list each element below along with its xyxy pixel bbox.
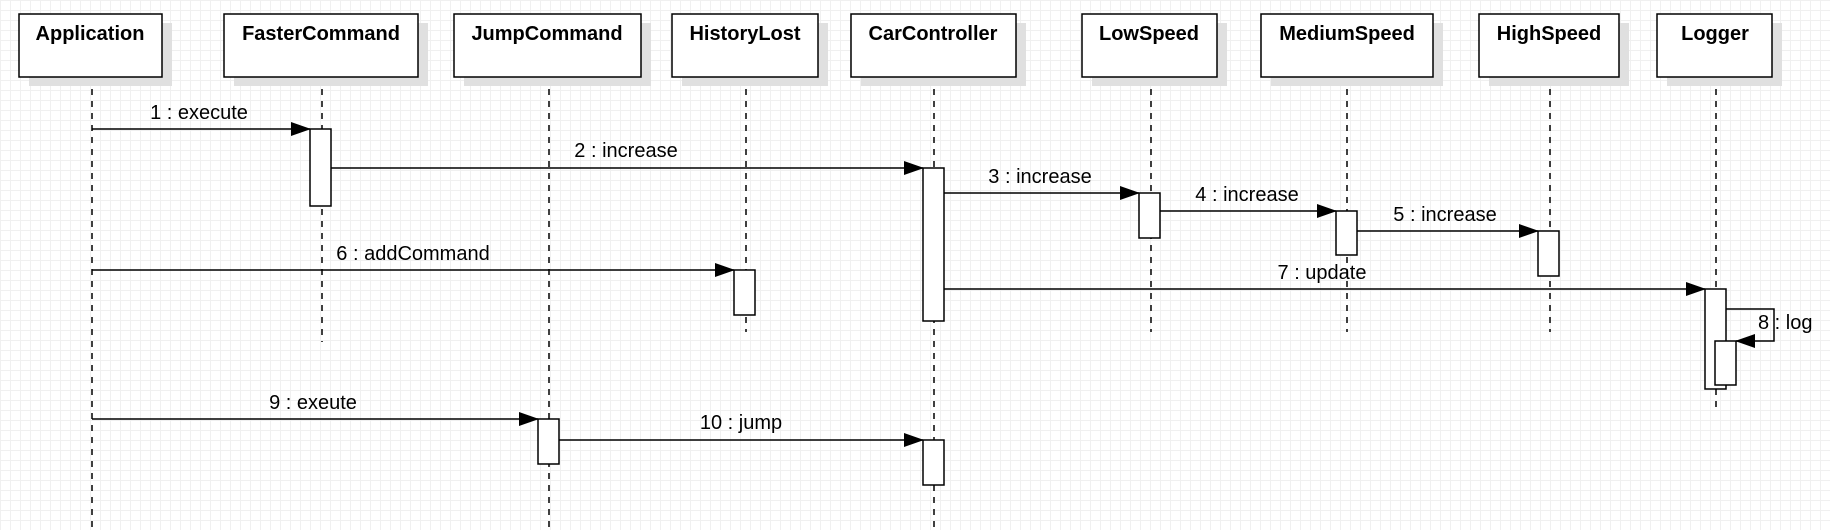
message-label-5: 5 : increase — [1393, 204, 1496, 226]
message-labels: 1 : execute 2 : increase 3 : increase 4 … — [150, 102, 1812, 434]
activation-highspeed — [1537, 230, 1560, 277]
activation-mediumspeed — [1335, 210, 1358, 256]
activation-historylost — [733, 269, 756, 316]
participant-label: FasterCommand — [242, 23, 400, 45]
participant-application[interactable]: Application — [18, 13, 172, 86]
activation-carcontroller-2 — [922, 439, 945, 486]
participant-label: HighSpeed — [1497, 23, 1601, 45]
participant-carcontroller[interactable]: CarController — [850, 13, 1026, 86]
message-label-7: 7 : update — [1278, 262, 1367, 284]
messages — [92, 122, 1775, 447]
message-label-1: 1 : execute — [150, 102, 248, 124]
participant-fastercommand[interactable]: FasterCommand — [223, 13, 428, 86]
participant-label: MediumSpeed — [1279, 23, 1415, 45]
message-label-4: 4 : increase — [1195, 184, 1298, 206]
activation-carcontroller-1 — [922, 167, 945, 322]
message-label-3: 3 : increase — [988, 166, 1091, 188]
participants: Application FasterCommand JumpCommand Hi… — [18, 13, 1782, 86]
message-label-10: 10 : jump — [700, 412, 782, 434]
participant-mediumspeed[interactable]: MediumSpeed — [1260, 13, 1443, 86]
message-label-9: 9 : exeute — [269, 392, 357, 414]
participant-historylost[interactable]: HistoryLost — [671, 13, 828, 86]
activation-fastercommand — [309, 128, 332, 207]
message-arrow-8-self[interactable] — [1726, 308, 1775, 348]
participant-logger[interactable]: Logger — [1656, 13, 1782, 86]
participant-label: Application — [36, 23, 145, 45]
message-label-6: 6 : addCommand — [336, 243, 489, 265]
participant-lowspeed[interactable]: LowSpeed — [1081, 13, 1227, 86]
participant-label: LowSpeed — [1099, 23, 1199, 45]
participant-label: JumpCommand — [471, 23, 622, 45]
message-label-2: 2 : increase — [574, 140, 677, 162]
activations — [309, 128, 1737, 486]
participant-label: HistoryLost — [689, 23, 800, 45]
activation-jumpcommand — [537, 418, 560, 465]
participant-label: Logger — [1681, 23, 1749, 45]
participant-jumpcommand[interactable]: JumpCommand — [453, 13, 651, 86]
participant-label: CarController — [869, 23, 998, 45]
activation-lowspeed — [1138, 192, 1161, 239]
message-label-8: 8 : log — [1758, 312, 1812, 334]
lifelines — [91, 77, 1717, 530]
participant-highspeed[interactable]: HighSpeed — [1478, 13, 1629, 86]
activation-logger-nested — [1714, 340, 1737, 386]
